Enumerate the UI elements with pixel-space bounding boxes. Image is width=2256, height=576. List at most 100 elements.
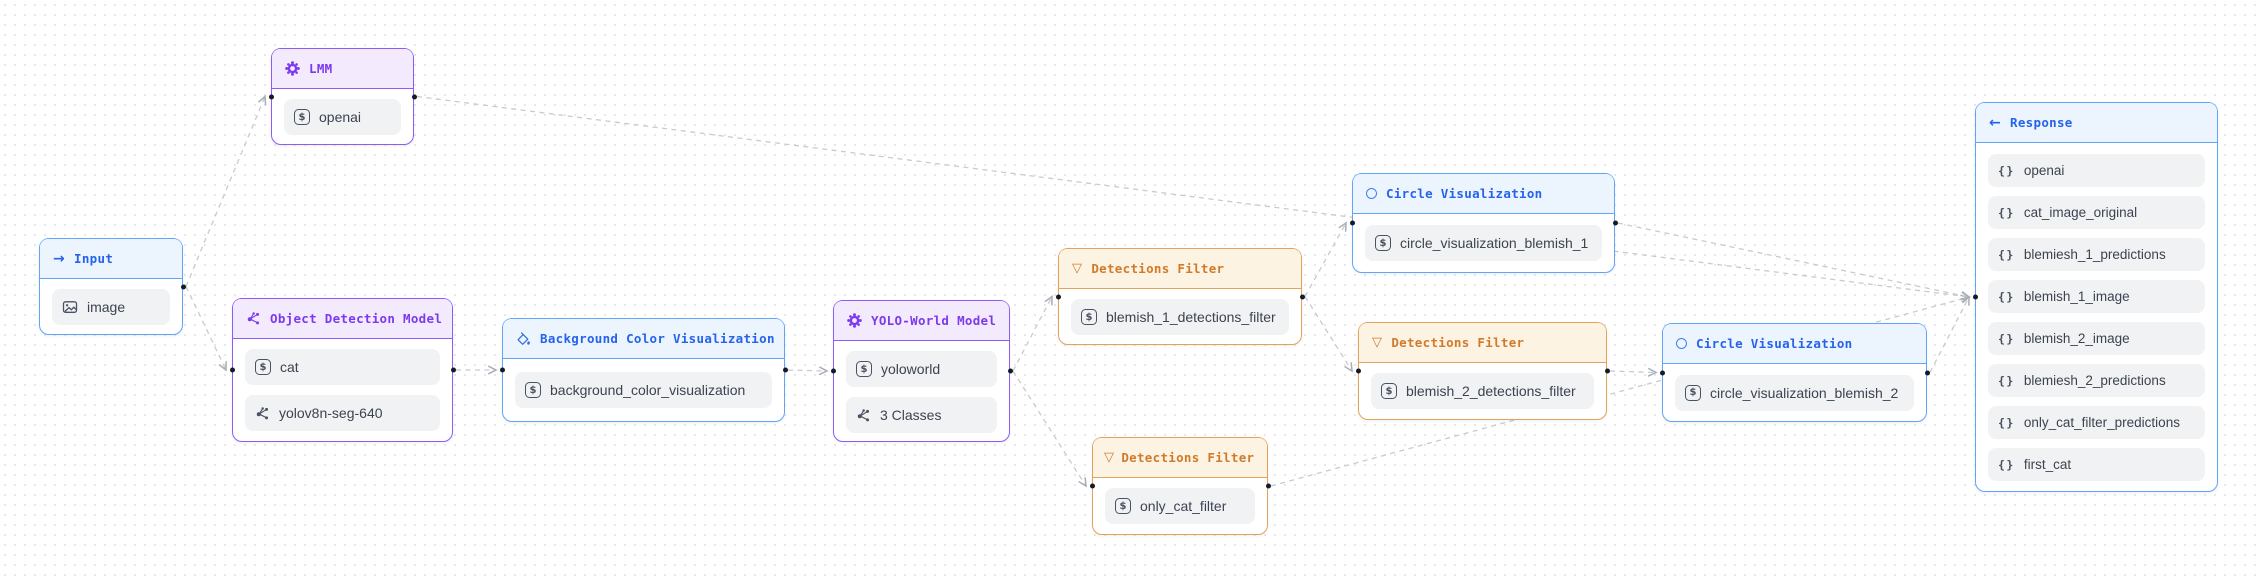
edge-detections_filter_2-to-circle_visualization_2: [1609, 371, 1656, 373]
item-label: background_color_visualization: [550, 382, 746, 398]
braces-icon: {}: [1998, 205, 2015, 220]
funnel-icon: ▽: [1104, 450, 1115, 465]
dollar-icon: $: [255, 359, 271, 375]
item-label: blemiesh_1_predictions: [2023, 247, 2166, 262]
node-item[interactable]: {} only_cat_filter_predictions: [1988, 406, 2205, 439]
node-lmm[interactable]: LMM $ openai: [268, 48, 417, 145]
node-circle-visualization-blemish-2[interactable]: Circle Visualization $ circle_visualizat…: [1659, 323, 1930, 422]
output-port[interactable]: [1924, 370, 1930, 375]
node-title: Circle Visualization: [1696, 336, 1853, 351]
node-item[interactable]: $ background_color_visualization: [515, 372, 772, 408]
node-title: Background Color Visualization: [540, 331, 775, 346]
dollar-icon: $: [1685, 384, 1701, 401]
edge-circle_visualization_1-to-response: [1617, 222, 1969, 297]
node-item[interactable]: {} cat_image_original: [1988, 196, 2205, 229]
item-label: openai: [2023, 163, 2065, 178]
node-background-color-visualization[interactable]: Background Color Visualization $ backgro…: [499, 318, 788, 422]
output-port[interactable]: [782, 367, 788, 373]
node-detections-filter-only-cat[interactable]: ▽ Detections Filter $ only_cat_filter: [1089, 437, 1271, 535]
item-label: blemish_1_detections_filter: [1106, 309, 1276, 325]
dollar-icon: $: [525, 382, 541, 398]
input-port[interactable]: [830, 368, 836, 374]
item-label: 3 Classes: [880, 407, 942, 423]
input-port[interactable]: [1349, 220, 1355, 226]
node-item[interactable]: {} blemiesh_2_predictions: [1988, 364, 2205, 397]
node-detections-filter-blemish-2[interactable]: ▽ Detections Filter $ blemish_2_detectio…: [1355, 322, 1610, 420]
output-port[interactable]: [1604, 368, 1610, 374]
node-item[interactable]: {} blemish_1_image: [1988, 280, 2205, 313]
dollar-icon: $: [1381, 383, 1397, 399]
edge-detections_filter_1-to-detections_filter_2: [1304, 296, 1352, 372]
item-label: blemish_2_detections_filter: [1406, 383, 1576, 399]
item-label: circle_visualization_blemish_1: [1400, 235, 1589, 251]
braces-icon: {}: [1998, 415, 2015, 430]
output-port[interactable]: [180, 284, 186, 289]
braces-icon: {}: [1998, 289, 2015, 304]
edge-input-to-object_detection_model: [185, 286, 226, 371]
node-item[interactable]: {} blemiesh_1_predictions: [1988, 238, 2205, 271]
edge-background_color_visualization-to-yolo_world_model: [787, 370, 827, 371]
node-title: Object Detection Model: [270, 311, 443, 326]
node-item[interactable]: $ only_cat_filter: [1105, 488, 1255, 524]
node-item[interactable]: {} blemish_2_image: [1988, 322, 2205, 355]
item-label: image: [87, 299, 126, 315]
node-detections-filter-blemish-1[interactable]: ▽ Detections Filter $ blemish_1_detectio…: [1055, 248, 1305, 345]
edge-circle_visualization_2-to-response: [1929, 297, 1969, 373]
node-input[interactable]: → Input image: [39, 238, 186, 335]
node-header: LMM: [272, 49, 413, 89]
input-port[interactable]: [1355, 368, 1361, 374]
node-item[interactable]: {} openai: [1988, 154, 2205, 187]
node-item[interactable]: {} first_cat: [1988, 448, 2205, 481]
dollar-icon: $: [1115, 498, 1131, 514]
braces-icon: {}: [1998, 247, 2015, 262]
funnel-icon: ▽: [1372, 335, 1383, 350]
node-yolo-world-model[interactable]: YOLO-World Model $ yoloworld 3 Classes: [830, 300, 1013, 442]
paint-bucket-icon: [516, 331, 531, 346]
node-header: ▽ Detections Filter: [1093, 438, 1267, 478]
node-item[interactable]: $ blemish_2_detections_filter: [1371, 373, 1594, 409]
node-item[interactable]: $ circle_visualization_blemish_2: [1675, 374, 1914, 411]
edge-detections_filter_1-to-circle_visualization_1: [1304, 223, 1346, 297]
braces-icon: {}: [1998, 373, 2015, 388]
output-port[interactable]: [1612, 220, 1618, 226]
output-port[interactable]: [1007, 368, 1013, 374]
input-port[interactable]: [229, 367, 235, 373]
circle-icon: [1676, 338, 1687, 349]
node-title: Circle Visualization: [1386, 186, 1543, 201]
node-item[interactable]: $ yoloworld: [846, 351, 997, 387]
node-item[interactable]: $ circle_visualization_blemish_1: [1365, 225, 1602, 261]
node-title: Detections Filter: [1091, 261, 1225, 276]
node-item[interactable]: image: [52, 289, 170, 325]
output-port[interactable]: [450, 367, 456, 373]
input-port[interactable]: [268, 94, 274, 99]
item-label: blemiesh_2_predictions: [2023, 373, 2166, 388]
node-item[interactable]: $ openai: [284, 99, 401, 135]
input-port[interactable]: [499, 367, 505, 373]
item-label: cat: [280, 359, 299, 375]
node-item[interactable]: $ cat: [245, 349, 440, 385]
braces-icon: {}: [1998, 331, 2015, 346]
arrow-left-icon: ←: [1989, 114, 2002, 131]
braces-icon: {}: [1998, 457, 2015, 472]
funnel-icon: ▽: [1072, 261, 1083, 276]
output-port[interactable]: [1265, 483, 1271, 489]
node-circle-visualization-blemish-1[interactable]: Circle Visualization $ circle_visualizat…: [1349, 173, 1618, 273]
node-title: Input: [74, 251, 114, 266]
model-atom-icon: [285, 61, 300, 76]
input-port[interactable]: [1659, 370, 1665, 375]
node-item[interactable]: 3 Classes: [846, 397, 997, 433]
output-port[interactable]: [411, 94, 417, 99]
node-item[interactable]: yolov8n-seg-640: [245, 395, 440, 431]
node-response[interactable]: ← Response {} openai {} cat_image_origin…: [1972, 102, 2218, 492]
input-port[interactable]: [1089, 483, 1095, 489]
node-header: → Input: [40, 239, 182, 279]
input-port[interactable]: [1055, 294, 1061, 299]
node-item[interactable]: $ blemish_1_detections_filter: [1071, 299, 1289, 335]
item-label: only_cat_filter: [1140, 498, 1227, 514]
node-object-detection-model[interactable]: Object Detection Model $ cat yolov8n-seg…: [229, 298, 456, 442]
output-port[interactable]: [1299, 294, 1305, 299]
node-header: Circle Visualization: [1353, 174, 1614, 214]
input-port[interactable]: [1972, 294, 1978, 300]
node-header: YOLO-World Model: [834, 301, 1009, 341]
